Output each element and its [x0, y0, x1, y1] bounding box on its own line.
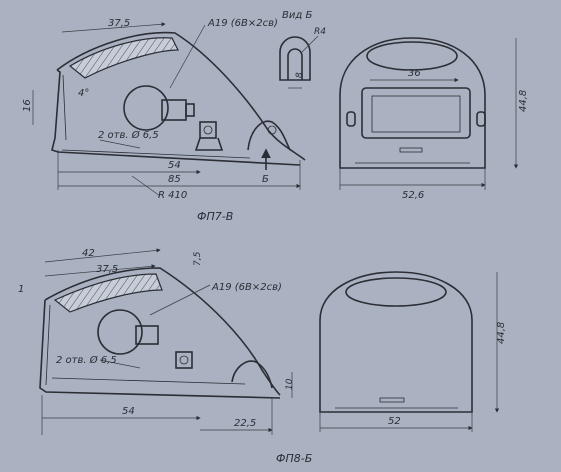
d2-caption: ФП8-Б: [276, 452, 312, 465]
lens-section-2: [53, 273, 163, 313]
housing-outline-1: [56, 31, 306, 161]
socket-1: [199, 121, 217, 139]
cable-2: [231, 360, 273, 389]
d2-front-height: 44,8: [496, 322, 507, 344]
d2-corner: 7,5: [193, 251, 203, 266]
view-b-radius: R4: [314, 27, 326, 37]
d2-tail-len: 22,5: [234, 418, 256, 429]
d1-front-width: 52,6: [402, 190, 424, 201]
drawing-2-front-view: [319, 271, 500, 432]
lens-section-1: [68, 37, 179, 79]
d2-front-width: 52: [388, 416, 401, 427]
d1-lens-width: 36: [408, 68, 421, 79]
view-b-detail: [279, 35, 319, 89]
housing-outline-2: [44, 267, 281, 396]
drawing-1-side-view: [32, 22, 306, 197]
d2-side-height: 10: [285, 378, 295, 390]
bulb-1: [123, 85, 169, 131]
d1-caption: ФП7-В: [197, 210, 233, 223]
d1-holes-label: 2 отв. Ø 6,5: [98, 129, 159, 141]
d1-left-height: 16: [22, 99, 33, 112]
view-b-width: 8: [295, 72, 305, 78]
d1-radius-label: R 410: [158, 190, 187, 201]
d1-front-height: 44,8: [518, 90, 529, 112]
d2-holes-label: 2 отв. Ø 6,5: [56, 354, 117, 366]
d1-overall-len: 85: [168, 174, 181, 185]
socket-2: [175, 351, 193, 369]
d2-inner-len: 54: [122, 406, 135, 417]
drawing-2-side-view: [39, 248, 293, 435]
view-b-label: Вид Б: [282, 10, 312, 21]
cable-1: [247, 120, 291, 151]
d1-inner-len: 54: [168, 160, 181, 171]
bulb-2: [97, 309, 143, 355]
d2-lamp-label: А19 (6В×2св): [211, 282, 282, 293]
drawing-1-front-view: [339, 37, 519, 190]
d2-top-inner: 37,5: [96, 264, 118, 275]
margin-mark: 1: [18, 284, 24, 295]
d1-arrow-label: Б: [262, 174, 269, 185]
d1-angle: 4°: [78, 88, 89, 99]
d1-top-width: 37,5: [108, 18, 130, 29]
d1-lamp-label: А19 (6В×2св): [207, 18, 278, 29]
d2-top-outer: 42: [82, 248, 95, 259]
